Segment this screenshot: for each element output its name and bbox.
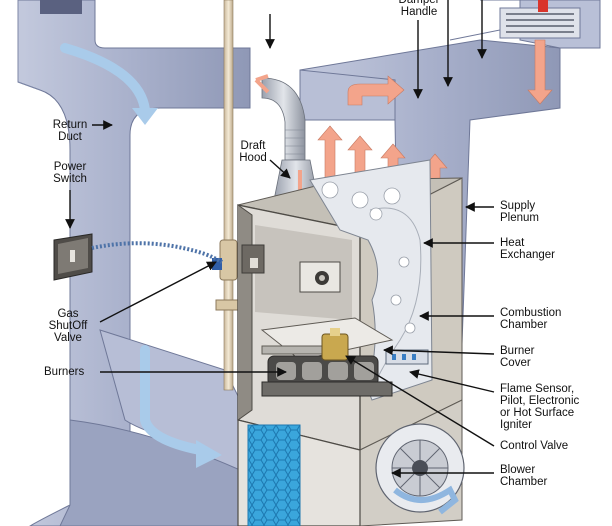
label-damper-handle: Damper Handle xyxy=(398,0,440,18)
gas-pipe xyxy=(212,0,242,391)
return-duct xyxy=(17,0,251,526)
label-blower-chamber: Blower Chamber xyxy=(500,464,548,488)
label-control-valve: Control Valve xyxy=(500,440,569,452)
label-gas-shutoff-valve: Gas ShutOff Valve xyxy=(48,308,88,344)
label-draft-hood: Draft Hood xyxy=(239,140,267,164)
label-power-switch: Power Switch xyxy=(53,161,87,185)
label-burners: Burners xyxy=(44,366,85,378)
label-supply-plenum: Supply Plenum xyxy=(500,200,539,224)
power-switch xyxy=(53,233,223,281)
leader-lines xyxy=(65,0,495,478)
blower-cabinet xyxy=(237,399,465,526)
label-burner-cover: Burner Cover xyxy=(500,345,535,369)
label-return-duct: Return Duct xyxy=(52,119,88,143)
control-box xyxy=(241,244,341,293)
label-combustion-chamber: Combustion Chamber xyxy=(500,307,562,331)
cold-air-arrows xyxy=(60,43,205,455)
label-flame-sensor: Flame Sensor, Pilot, Electronic or Hot S… xyxy=(500,383,580,431)
label-heat-exchanger: Heat Exchanger xyxy=(500,237,555,261)
heat-exchanger xyxy=(309,159,433,401)
cold-air-arrowheads xyxy=(132,108,222,468)
